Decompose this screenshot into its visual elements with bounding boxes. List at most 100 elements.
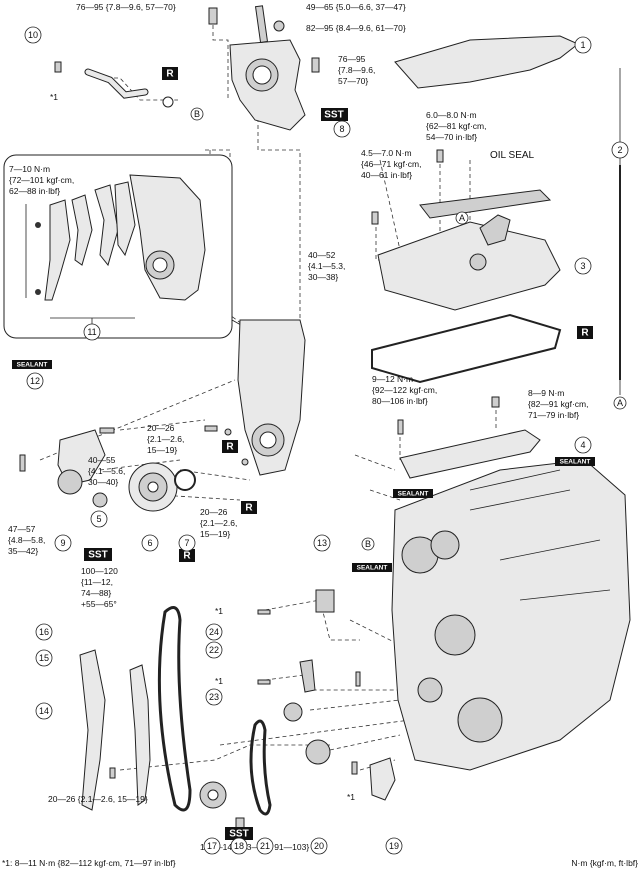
oil-seal-strip <box>419 189 552 219</box>
svg-text:17: 17 <box>207 841 217 851</box>
torque-76-95-right-1: 76—95 <box>338 54 366 64</box>
torque-8-9-2: {82—91 kgf·cm, <box>528 399 588 409</box>
callout-11: 11 <box>83 323 101 341</box>
torque-20-26a-1: 20—26 <box>147 423 175 433</box>
svg-text:12: 12 <box>30 376 40 386</box>
callout-14: 14 <box>35 702 53 720</box>
callout-16: 16 <box>35 623 53 641</box>
svg-text:R: R <box>226 442 234 453</box>
torque-4-5-7-3: 40—61 in·lbf} <box>361 170 412 180</box>
callout-7: 7 <box>178 534 196 552</box>
letter-marker-b-block: B <box>361 537 375 551</box>
water-hose-pipe <box>54 61 174 108</box>
sst-badge-mount: SST <box>321 108 348 121</box>
svg-text:R: R <box>245 503 253 514</box>
svg-text:3: 3 <box>580 261 585 271</box>
svg-text:11: 11 <box>87 327 96 337</box>
sealant-badge-block-right: SEALANT <box>555 457 595 466</box>
callout-18: 18 <box>230 837 248 855</box>
oil-seal-label: OIL SEAL <box>490 150 535 161</box>
callout-19: 19 <box>385 837 403 855</box>
svg-text:14: 14 <box>39 706 49 716</box>
timing-chain <box>157 606 192 812</box>
svg-text:B: B <box>194 109 200 119</box>
misc-bolts <box>19 149 500 779</box>
tensioner-arm <box>129 664 151 806</box>
torque-7-10-1: 7—10 N·m <box>9 164 50 174</box>
torque-82-95: 82—95 {8.4—9.6, 61—70} <box>306 23 406 33</box>
bolt-group-top <box>208 5 320 73</box>
svg-text:A: A <box>459 213 465 223</box>
callout-1: 1 <box>574 36 592 54</box>
torque-7-10-3: 62—88 in·lbf} <box>9 186 60 196</box>
torque-76-95-top: 76—95 {7.8—9.6, 57—70} <box>76 2 176 12</box>
torque-20-26b-2: {2.1—2.6, <box>200 518 237 528</box>
belt-tensioner <box>57 429 106 495</box>
svg-text:B: B <box>365 539 371 549</box>
svg-text:16: 16 <box>39 627 49 637</box>
sealant-badge-block-mid: SEALANT <box>393 489 433 498</box>
svg-text:R: R <box>166 69 174 80</box>
sealant-badge-block-left: SEALANT <box>352 563 392 572</box>
svg-text:5: 5 <box>96 514 101 524</box>
r-badge-oil-seal: R <box>179 549 195 562</box>
torque-40-55-3: 30—40} <box>88 477 118 487</box>
torque-6-8-2: {62—81 kgf·cm, <box>426 121 486 131</box>
cylinder-head-cover <box>377 214 561 311</box>
star-marker-2: *1 <box>215 606 223 616</box>
chain-tensioner <box>315 589 335 613</box>
torque-47-57-2: {4.8—5.8, <box>8 535 45 545</box>
svg-text:13: 13 <box>317 538 327 548</box>
callout-8: 8 <box>333 120 351 138</box>
callout-22: 22 <box>205 641 223 659</box>
torque-9-12-2: {92—122 kgf·cm, <box>372 385 437 395</box>
torque-40-55-1: 40—55 <box>88 455 116 465</box>
chain-guide-left <box>79 649 106 811</box>
engine-cover-part <box>394 35 579 89</box>
svg-text:20: 20 <box>314 841 324 851</box>
torque-6-8-1: 6.0—8.0 N·m <box>426 110 477 120</box>
torque-40-52-3: 30—38} <box>308 272 338 282</box>
letter-marker-b-top: B <box>190 107 204 121</box>
torque-76-95-right-2: {7.8—9.6, <box>338 65 375 75</box>
svg-text:22: 22 <box>209 645 219 655</box>
front-oil-seal <box>174 469 196 491</box>
svg-text:SST: SST <box>229 829 248 840</box>
torque-100-120-2: {11—12, <box>81 577 113 587</box>
engine-block <box>391 459 631 771</box>
sst-badge-pulley: SST <box>84 548 112 561</box>
svg-text:2: 2 <box>617 145 622 155</box>
svg-text:SST: SST <box>324 110 343 121</box>
timing-chain-cover <box>237 319 306 476</box>
engine-mount-bracket <box>229 39 306 131</box>
svg-text:7: 7 <box>184 538 189 548</box>
torque-8-9-1: 8—9 N·m <box>528 388 564 398</box>
svg-text:4: 4 <box>580 440 585 450</box>
svg-text:A: A <box>617 398 623 408</box>
oil-pump-chain <box>249 719 272 816</box>
torque-20-26b-1: 20—26 <box>200 507 228 517</box>
torque-40-52-1: 40—52 <box>308 250 336 260</box>
guide-pin <box>355 671 361 687</box>
callout-4: 4 <box>574 436 592 454</box>
letter-marker-a-dipstick: A <box>613 396 627 410</box>
callout-20: 20 <box>310 837 328 855</box>
sealant-badge-12: SEALANT <box>12 360 52 369</box>
callout-6: 6 <box>141 534 159 552</box>
r-badge-gasket: R <box>577 326 593 339</box>
torque-20-26c: 20—26 {2.1—2.6, 15—19} <box>48 794 148 804</box>
torque-100-120-3: 74—88} <box>81 588 111 598</box>
callout-24: 24 <box>205 623 223 641</box>
torque-4-5-7-2: {46—71 kgf·cm, <box>361 159 421 169</box>
torque-7-10-2: {72—101 kgf·cm, <box>9 175 74 185</box>
svg-text:19: 19 <box>389 841 399 851</box>
r-badge-cover-1: R <box>222 440 238 453</box>
svg-text:24: 24 <box>209 627 219 637</box>
svg-text:23: 23 <box>209 692 219 702</box>
oil-pump-sprocket <box>305 739 331 765</box>
r-badge-hose: R <box>162 67 178 80</box>
torque-40-55-2: {4.1—5.6, <box>88 466 125 476</box>
star-marker-4: *1 <box>347 792 355 802</box>
torque-100-120-1: 100—120 <box>81 566 118 576</box>
